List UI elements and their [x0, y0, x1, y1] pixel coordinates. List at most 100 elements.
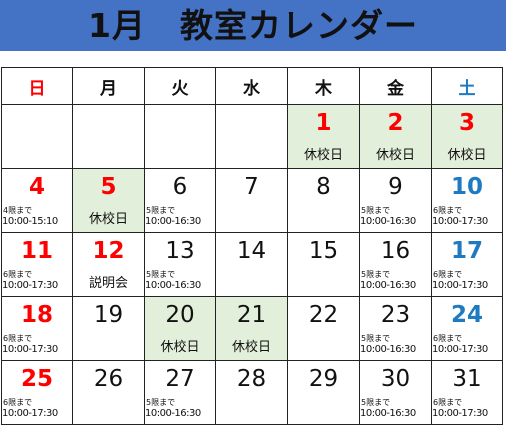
- day-cell: [1, 104, 73, 169]
- weekday-header: 土: [431, 67, 503, 105]
- weekday-header-row: 日 月 火 水 木 金 土: [1, 67, 503, 105]
- day-number: 9: [388, 174, 403, 200]
- day-label: 休校日: [447, 148, 487, 163]
- period-note: 6限まで: [433, 398, 463, 407]
- day-number: 14: [236, 238, 267, 264]
- time-range: 10:00-17:30: [432, 344, 489, 355]
- period-note: 5限まで: [146, 206, 176, 215]
- weekday-header: 木: [287, 67, 360, 105]
- time-range: 10:00-16:30: [145, 408, 202, 419]
- day-number: 13: [165, 238, 195, 264]
- weekday-header: 月: [72, 67, 145, 105]
- day-cell: 14: [215, 232, 288, 297]
- time-range: 10:00-16:30: [145, 280, 202, 291]
- period-note: 6限まで: [433, 206, 463, 215]
- day-cell: 20 休校日: [144, 296, 216, 361]
- time-range: 10:00-16:30: [360, 344, 417, 355]
- time-range: 10:00-16:30: [360, 216, 417, 227]
- day-cell: 3 休校日: [431, 104, 503, 169]
- day-label: 休校日: [88, 212, 128, 227]
- day-cell: [215, 104, 288, 169]
- day-cell: 1 休校日: [287, 104, 360, 169]
- day-number: 7: [244, 174, 259, 200]
- day-cell: [144, 104, 216, 169]
- day-number: 12: [92, 238, 125, 264]
- day-cell: 22: [287, 296, 360, 361]
- page-title: 1月 教室カレンダー: [88, 6, 418, 45]
- day-number: 11: [20, 238, 53, 264]
- weekday-header: 日: [1, 67, 73, 105]
- time-range: 10:00-16:30: [145, 216, 202, 227]
- day-cell: 8: [287, 168, 360, 233]
- day-number: 20: [165, 302, 195, 328]
- day-cell: 29: [287, 360, 360, 425]
- day-number: 1: [315, 110, 332, 136]
- period-note: 6限まで: [433, 334, 463, 343]
- day-cell: 12 説明会: [72, 232, 145, 297]
- period-note: 6限まで: [3, 270, 33, 279]
- time-range: 10:00-15:10: [2, 216, 59, 227]
- period-note: 5限まで: [361, 334, 391, 343]
- time-range: 10:00-17:30: [432, 216, 489, 227]
- period-note: 5限まで: [361, 398, 391, 407]
- day-label: 説明会: [88, 276, 128, 291]
- day-number: 19: [93, 302, 124, 328]
- day-number: 15: [308, 238, 339, 264]
- day-number: 25: [20, 366, 53, 392]
- day-cell: [72, 104, 145, 169]
- day-cell: 15: [287, 232, 360, 297]
- day-number: 26: [93, 366, 124, 392]
- time-range: 10:00-17:30: [2, 344, 59, 355]
- day-number: 3: [458, 110, 475, 136]
- day-number: 18: [20, 302, 53, 328]
- period-note: 5限まで: [146, 270, 176, 279]
- day-number: 28: [236, 366, 267, 392]
- day-number: 16: [380, 238, 411, 264]
- weekday-header: 火: [144, 67, 216, 105]
- period-note: 5限まで: [146, 398, 176, 407]
- day-number: 27: [165, 366, 195, 392]
- title-bar: 1月 教室カレンダー: [0, 0, 506, 51]
- day-cell: 26: [72, 360, 145, 425]
- period-note: 5限まで: [361, 270, 391, 279]
- period-note: 6限まで: [3, 334, 33, 343]
- time-range: 10:00-16:30: [360, 280, 417, 291]
- period-note: 6限まで: [3, 398, 33, 407]
- day-label: 休校日: [303, 148, 343, 163]
- time-range: 10:00-16:30: [360, 408, 417, 419]
- day-label: 休校日: [375, 148, 415, 163]
- day-cell: 7: [215, 168, 288, 233]
- day-number: 21: [236, 302, 267, 328]
- day-cell: 19: [72, 296, 145, 361]
- day-number: 30: [380, 366, 411, 392]
- period-note: 6限まで: [433, 270, 463, 279]
- day-number: 23: [380, 302, 411, 328]
- weekday-header: 金: [359, 67, 432, 105]
- time-range: 10:00-17:30: [432, 408, 489, 419]
- period-note: 5限まで: [361, 206, 391, 215]
- day-label: 休校日: [231, 340, 271, 355]
- day-number: 24: [450, 302, 483, 328]
- day-label: 休校日: [160, 340, 200, 355]
